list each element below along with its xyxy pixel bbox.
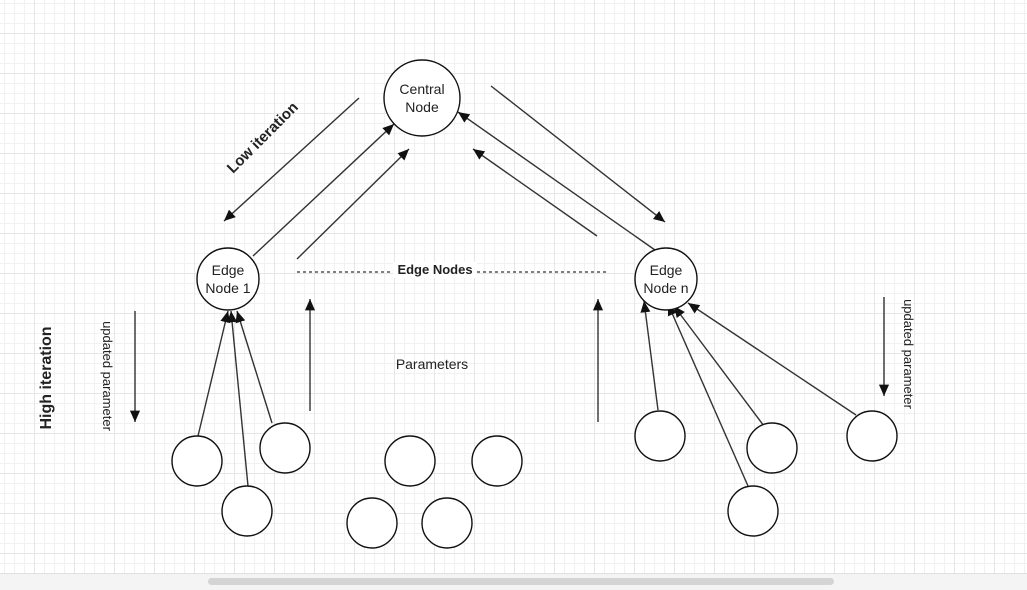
scrollbar-thumb[interactable] — [208, 578, 834, 585]
high-iteration-label: High iteration — [38, 326, 55, 429]
arrow-central-to-edge1 — [223, 97, 360, 222]
arrow-edge1-to-central — [252, 123, 395, 257]
client-node — [471, 435, 523, 487]
horizontal-scrollbar[interactable] — [0, 573, 1027, 590]
edge-node-n-label-line1: Edge — [650, 262, 683, 278]
arrow-client2-to-edge1 — [227, 310, 249, 487]
central-node-label-line2: Node — [405, 99, 439, 115]
client-node — [259, 422, 311, 474]
edge-node-n-label-line2: Node n — [643, 280, 688, 296]
arrow-edgen-to-central — [457, 111, 656, 251]
edge-node-n — [634, 247, 698, 311]
edge-nodes-label: Edge Nodes — [397, 262, 472, 277]
client-node — [221, 485, 273, 537]
client-node — [346, 497, 398, 549]
federated-learning-diagram: Central Node Edge Node 1 Edge Node n Edg… — [38, 59, 916, 549]
client-node — [727, 485, 779, 537]
arrow-right-up-to-central — [472, 148, 598, 237]
arrow-client6-to-edgen — [673, 305, 765, 427]
edge-node-1-label-line2: Node 1 — [205, 280, 250, 296]
arrow-client1-to-edge1 — [197, 310, 231, 437]
client-node — [421, 497, 473, 549]
client-node — [634, 410, 686, 462]
updated-parameter-right-label: updated parameter — [901, 299, 916, 410]
arrow-client5-to-edgen — [667, 303, 749, 487]
updated-parameter-left-label: updated parameter — [100, 321, 115, 432]
edge-node-1 — [196, 247, 260, 311]
client-node — [846, 410, 898, 462]
arrow-client4-to-edgen — [640, 300, 659, 411]
arrow-client7-to-edgen — [687, 302, 857, 416]
client-node — [171, 435, 223, 487]
client-node — [746, 422, 798, 474]
central-node-label-line1: Central — [399, 81, 444, 97]
parameters-label: Parameters — [396, 356, 468, 372]
arrow-client3-to-edge1 — [235, 310, 273, 424]
edge-node-1-label-line1: Edge — [212, 262, 245, 278]
edge-nodes-label-bg — [393, 262, 477, 278]
central-node — [383, 59, 461, 137]
arrow-left-up-to-central — [296, 148, 410, 260]
client-node — [384, 435, 436, 487]
arrow-central-to-edgen — [490, 85, 666, 223]
low-iteration-label: Low iteration — [224, 99, 302, 177]
